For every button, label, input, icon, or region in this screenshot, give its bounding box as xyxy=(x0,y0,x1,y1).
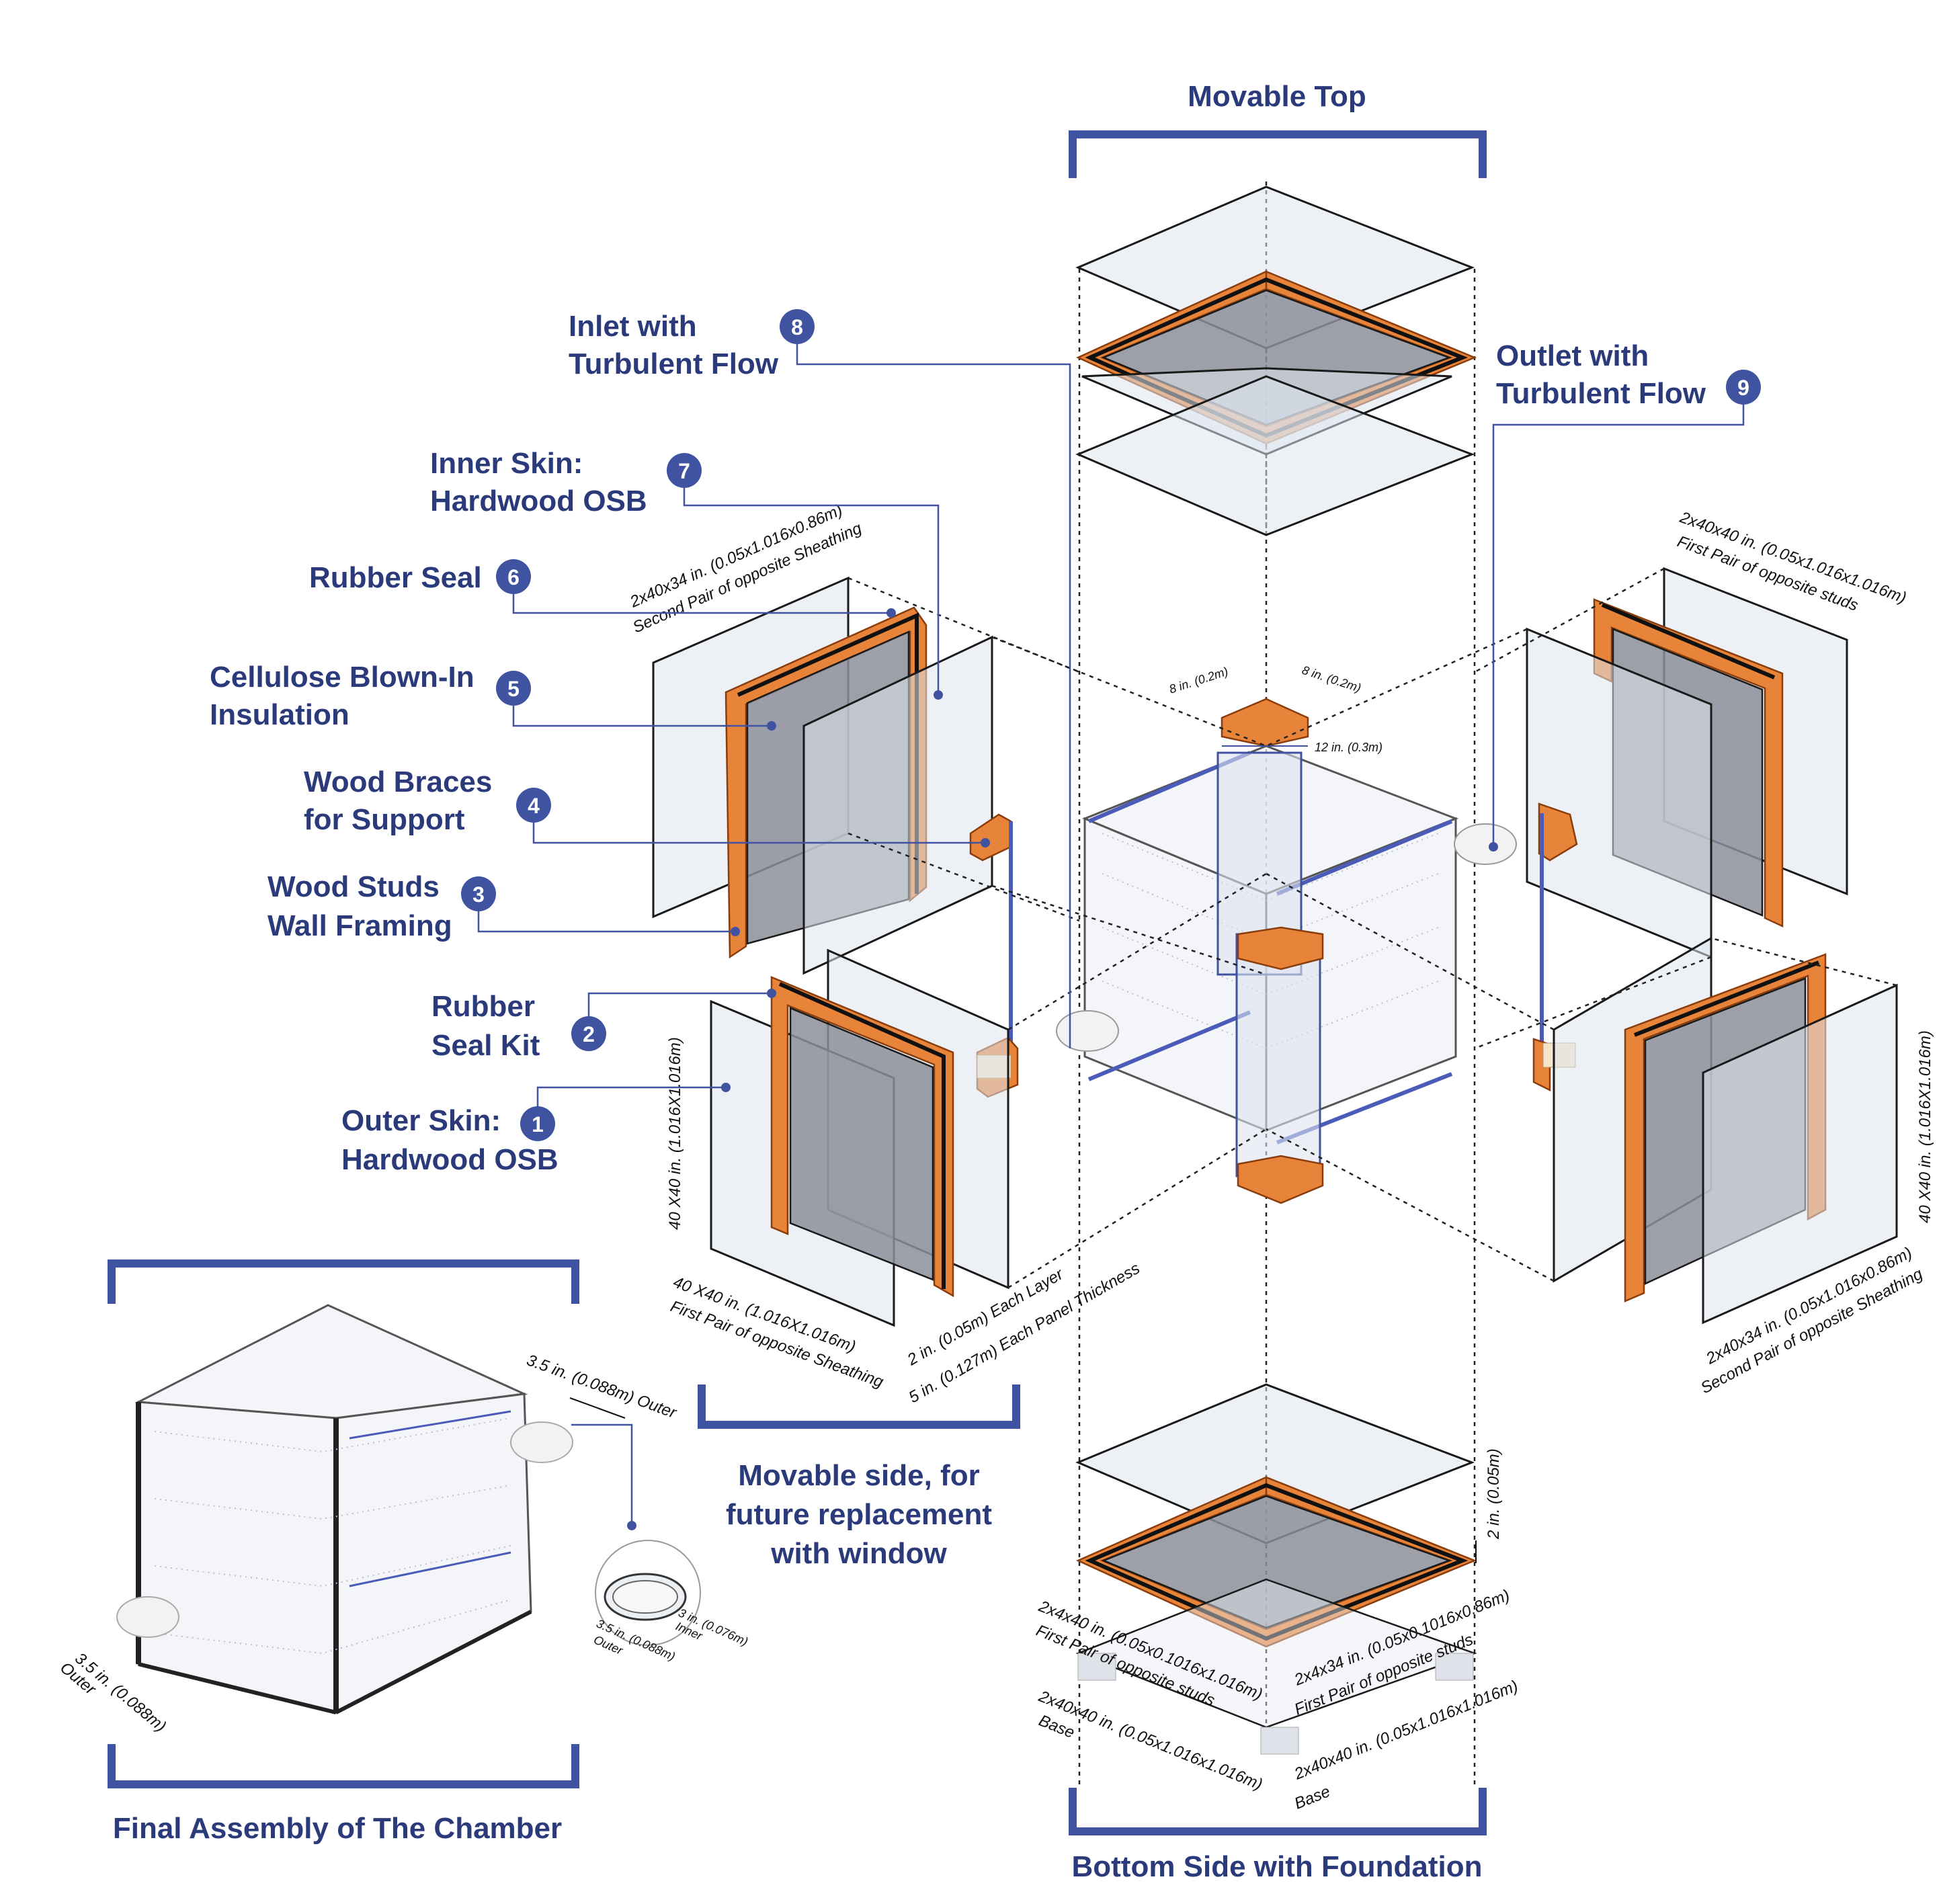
brace-middle xyxy=(1237,926,1324,970)
callout-7-line-2: Hardwood OSB xyxy=(430,485,647,518)
movable-side-title-3: with window xyxy=(770,1537,947,1570)
callout-7-line-1: Inner Skin: xyxy=(430,447,583,480)
left-lower-insulation xyxy=(789,1007,934,1281)
left-lower-panel xyxy=(710,948,1009,1327)
movable-side-title-1: Movable side, for xyxy=(738,1459,979,1492)
callout-8-badge xyxy=(780,309,815,344)
callout-2-line-2: Seal Kit xyxy=(431,1029,540,1062)
callout-1-line-1: Outer Skin: xyxy=(341,1104,501,1137)
bottom-side-section: Bottom Side with Foundation xyxy=(1069,1788,1487,1883)
callout-6-line-1: Rubber Seal xyxy=(309,561,482,594)
callout-9-outlet: Outlet with Turbulent Flow 9 xyxy=(1489,339,1761,852)
callout-9-number: 9 xyxy=(1737,376,1749,400)
right-dashed-guides xyxy=(1266,567,1897,1282)
callout-3-line-1: Wood Studs xyxy=(267,870,440,903)
callout-4-line-1: Wood Braces xyxy=(304,765,492,798)
dim-brace-c: 12 in. (0.3m) xyxy=(1315,741,1382,754)
bottom-assembly xyxy=(1075,1383,1477,1755)
base-insulation xyxy=(1101,1495,1452,1629)
callout-4-number: 4 xyxy=(528,794,540,818)
callout-3-badge xyxy=(461,876,496,911)
callout-5-cellulose: Cellulose Blown-In Insulation 5 xyxy=(210,661,776,731)
dim-right-lower-height: 40 X40 in. (1.016X1.016m) xyxy=(1916,1030,1934,1223)
bottom-side-bracket xyxy=(1069,1788,1487,1835)
central-cube xyxy=(1082,698,1459,1204)
callout-4-line-2: for Support xyxy=(304,803,465,836)
callout-8-line-1: Inlet with xyxy=(569,310,697,343)
dim-base-thickness: 2 in. (0.05m) xyxy=(1485,1448,1503,1540)
callout-6-rubber-seal: Rubber Seal 6 xyxy=(309,559,896,618)
callout-7-inner-skin: Inner Skin: Hardwood OSB 7 xyxy=(430,447,943,700)
movable-top-bracket xyxy=(1069,130,1487,178)
callout-7-badge xyxy=(667,453,702,488)
callout-1-line-2: Hardwood OSB xyxy=(341,1143,559,1176)
callout-3-line-2: Wall Framing xyxy=(267,909,452,942)
callout-9-line-1: Outlet with xyxy=(1496,339,1649,372)
pipe-cross-section xyxy=(595,1540,701,1646)
callout-7-number: 7 xyxy=(678,459,690,483)
movable-side-section: Movable side, for future replacement wit… xyxy=(698,1384,1020,1570)
dim-left-lower-height: 40 X40 in. (1.016X1.016m) xyxy=(666,1037,684,1230)
final-assembly-bottom-bracket xyxy=(108,1744,579,1788)
inlet-pipe-icon xyxy=(1056,1010,1119,1052)
callout-3-number: 3 xyxy=(472,882,485,907)
left-lower-studs xyxy=(770,976,954,1298)
final-assembly-top-bracket xyxy=(108,1259,579,1304)
movable-top-assembly xyxy=(1075,185,1477,536)
callout-2-badge xyxy=(571,1016,606,1051)
right-lower-outer-sheet xyxy=(1702,983,1898,1325)
callout-8-line-2: Turbulent Flow xyxy=(569,347,779,380)
callout-1-number: 1 xyxy=(532,1112,544,1136)
callout-4-wood-braces: Wood Braces for Support 4 xyxy=(304,765,990,847)
dim-brace-b: 8 in. (0.2m) xyxy=(1300,663,1363,695)
final-right-face xyxy=(335,1393,532,1714)
callout-1-badge xyxy=(520,1106,555,1141)
final-assembly-cube xyxy=(116,1304,573,1714)
dim-outer-pipe: 3.5 in. (0.088m) Outer xyxy=(524,1351,679,1422)
callout-5-number: 5 xyxy=(507,677,520,701)
base-rubber-seal xyxy=(1085,1483,1469,1641)
callout-9-badge xyxy=(1726,370,1761,405)
callout-5-badge xyxy=(496,671,531,706)
callout-5-line-2: Insulation xyxy=(210,698,349,731)
movable-side-bracket xyxy=(698,1384,1020,1429)
callout-2-number: 2 xyxy=(583,1022,595,1046)
callout-8-number: 8 xyxy=(791,315,803,339)
top-bottom-sheet xyxy=(1075,375,1475,536)
brace-top xyxy=(1221,698,1309,747)
final-assembly-title: Final Assembly of The Chamber xyxy=(113,1812,562,1845)
right-brace-upper xyxy=(1538,802,1578,862)
callout-6-number: 6 xyxy=(507,565,520,589)
callout-8-inlet: Inlet with Turbulent Flow 8 xyxy=(569,309,1071,1048)
left-dashed-guides xyxy=(848,577,1267,1289)
movable-top-section: Movable Top xyxy=(1069,80,1487,178)
callout-2-seal-kit: Rubber Seal Kit 2 xyxy=(431,989,776,1062)
callout-5-line-1: Cellulose Blown-In xyxy=(210,661,474,694)
right-lower-panel xyxy=(1553,936,1898,1325)
callout-9-line-2: Turbulent Flow xyxy=(1496,377,1706,410)
callout-6-badge xyxy=(496,559,531,594)
bottom-side-title: Bottom Side with Foundation xyxy=(1071,1850,1482,1883)
final-assembly-section: Final Assembly of The Chamber xyxy=(108,1259,579,1845)
brace-bottom xyxy=(1237,1155,1324,1204)
final-left-face xyxy=(137,1401,337,1714)
callout-4-badge xyxy=(516,788,551,823)
dim-base-right-2: Base xyxy=(1292,1782,1333,1813)
movable-top-title: Movable Top xyxy=(1188,80,1366,113)
callout-2-line-1: Rubber xyxy=(431,990,535,1023)
callout-3-wood-studs: Wood Studs Wall Framing 3 xyxy=(267,870,740,942)
outlet-pipe-icon xyxy=(1454,823,1517,865)
dim-brace-a: 8 in. (0.2m) xyxy=(1167,665,1230,696)
movable-side-title-2: future replacement xyxy=(726,1498,992,1531)
callout-1-outer-skin: Outer Skin: Hardwood OSB 1 xyxy=(341,1083,731,1176)
